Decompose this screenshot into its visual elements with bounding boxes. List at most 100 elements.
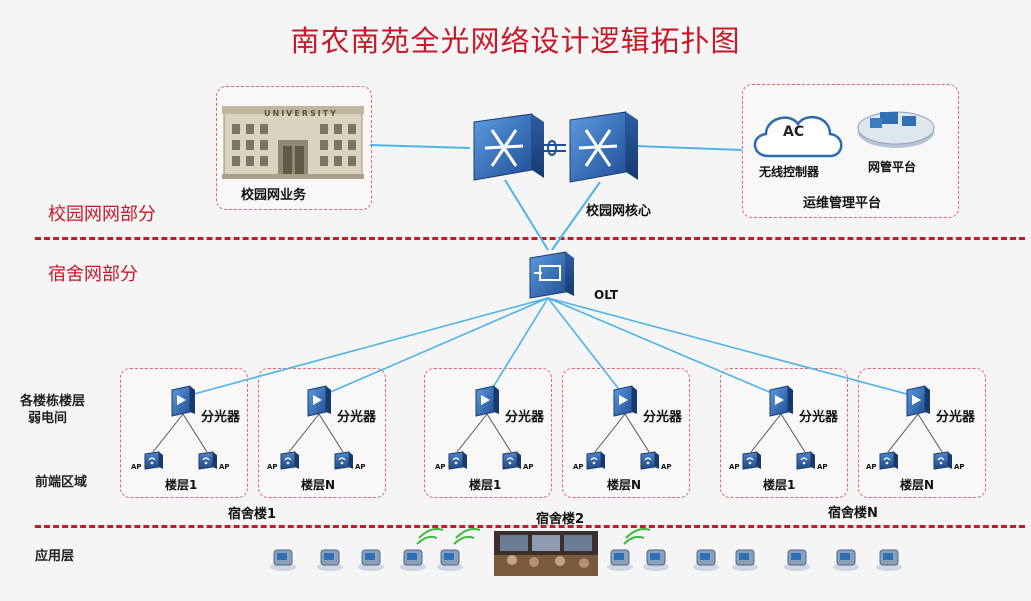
- building-label-n: 宿舍楼N: [828, 506, 878, 521]
- floor-units: [144, 385, 952, 470]
- ap-icon: [796, 451, 815, 470]
- university-sign: UNIVERSITY: [264, 109, 338, 118]
- olt-label: OLT: [594, 288, 619, 302]
- building-label-1: 宿舍楼1: [228, 507, 277, 522]
- splitter-label: 分光器: [201, 410, 241, 425]
- ap-label: AP: [219, 463, 230, 471]
- desktop-phone-icon: [317, 549, 343, 571]
- ap-label: AP: [729, 463, 740, 471]
- floor-unit-2: [280, 385, 353, 470]
- campus-links: [369, 144, 743, 251]
- floor-label: 楼层N: [900, 478, 935, 492]
- floor-label: 楼层1: [165, 478, 198, 492]
- link-olt-splitter-5: [547, 297, 782, 398]
- olt-splitter-links: [182, 297, 919, 398]
- ap-icon: [640, 451, 659, 470]
- ac-cloud-icon: [753, 115, 843, 158]
- splitter-ap-link: [624, 413, 650, 453]
- campus-section-label: 校园网网部分: [48, 204, 156, 225]
- core-label: 校园网核心: [586, 204, 652, 219]
- floor-label: 楼层1: [763, 478, 796, 492]
- ap-label: AP: [435, 463, 446, 471]
- desk-phone-icon: [732, 549, 758, 571]
- floor-unit-6: [879, 385, 952, 470]
- ap-icon: [933, 451, 952, 470]
- nms-platform-label: 网管平台: [868, 160, 917, 174]
- splitter-ap-link: [288, 413, 320, 453]
- fax-icon: [358, 549, 384, 571]
- floor-label: 楼层N: [301, 478, 336, 492]
- dorm1-floorN-box: [258, 368, 386, 498]
- splitter-label: 分光器: [337, 410, 377, 425]
- splitter-icon: [171, 385, 195, 417]
- app-layer-row-label: 应用层: [35, 549, 75, 564]
- splitter-icon: [769, 385, 793, 417]
- link-olt-splitter-2: [318, 297, 549, 398]
- handset-icon: [693, 549, 719, 571]
- link-core1-olt: [504, 179, 549, 251]
- university-building-icon: [222, 106, 364, 179]
- splitter-icon: [906, 385, 930, 417]
- wireless-handset-icon: [400, 528, 444, 571]
- ap-label: AP: [661, 463, 672, 471]
- splitter-label: 分光器: [936, 410, 976, 425]
- front-area-row-label: 前端区域: [35, 475, 88, 490]
- link-olt-splitter-4: [547, 297, 626, 398]
- campus-business-label: 校园网业务: [241, 188, 307, 203]
- splitter-ap-link: [486, 413, 512, 453]
- ap-icon: [144, 451, 163, 470]
- ap-icon: [448, 451, 467, 470]
- ap-icon: [198, 451, 217, 470]
- ops-platform-box: [742, 84, 959, 218]
- page-title: 南农南苑全光网络设计逻辑拓扑图: [290, 24, 741, 58]
- core-switch-1-icon: [473, 113, 544, 181]
- video-conference-photo: [494, 531, 598, 576]
- ap-label: AP: [355, 463, 366, 471]
- core-switch-2-icon: [569, 111, 638, 183]
- ap-icon: [879, 451, 898, 470]
- ip-phone-icon: [270, 549, 296, 571]
- floor-room-row-label: 各楼栋楼层 弱电间: [20, 393, 85, 427]
- splitter-icon: [613, 385, 637, 417]
- dome-camera-icon: [876, 549, 902, 571]
- splitter-label: 分光器: [505, 410, 545, 425]
- splitter-ap-link: [318, 413, 344, 453]
- wireless-controller-label: 无线控制器: [759, 165, 820, 179]
- floor-unit-1: [144, 385, 217, 470]
- ap-label: AP: [267, 463, 278, 471]
- splitter-ap-link: [152, 413, 184, 453]
- laptop-icon: [643, 549, 669, 571]
- wifi-signal-icon: [416, 528, 444, 545]
- floor-unit-5: [742, 385, 815, 470]
- olt-device-icon: [529, 251, 574, 299]
- splitter-ap-link: [917, 413, 943, 453]
- mobile-phone-icon: [607, 528, 651, 571]
- splitter-icon: [475, 385, 499, 417]
- campus-dorm-separator: [35, 237, 1025, 240]
- link-olt-splitter-3: [486, 297, 549, 398]
- printer-icon: [784, 549, 810, 571]
- floor-label: 楼层1: [469, 478, 502, 492]
- ap-icon: [280, 451, 299, 470]
- link-business-core1: [369, 144, 471, 149]
- splitter-ap-link: [750, 413, 782, 453]
- app-layer-separator: [35, 525, 1025, 528]
- ap-icon: [586, 451, 605, 470]
- splitter-label: 分光器: [799, 410, 839, 425]
- ap-icon: [502, 451, 521, 470]
- splitter-icon: [307, 385, 331, 417]
- floor-unit-4: [586, 385, 659, 470]
- nms-platform-icon: [857, 111, 935, 148]
- splitter-ap-link: [887, 413, 919, 453]
- floor-unit-3: [448, 385, 521, 470]
- link-core2-olt: [551, 181, 601, 251]
- ap-label: AP: [573, 463, 584, 471]
- link-olt-splitter-6: [547, 297, 919, 398]
- splitter-ap-link: [456, 413, 488, 453]
- tablet-icon: [437, 528, 481, 571]
- ap-label: AP: [817, 463, 828, 471]
- floor-label: 楼层N: [607, 478, 642, 492]
- ap-label: AP: [954, 463, 965, 471]
- ac-text: AC: [783, 124, 805, 140]
